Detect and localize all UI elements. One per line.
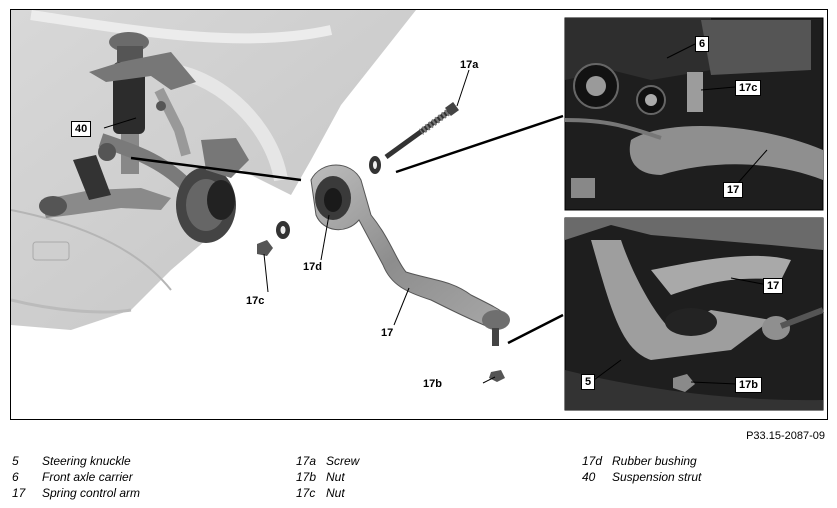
legend-text: Suspension strut [612,470,702,484]
legend-item: 6 Front axle carrier [12,470,133,484]
legend-item: 17b Nut [296,470,345,484]
legend-item: 17d Rubber bushing [582,454,697,468]
screw-drawing [369,102,459,174]
legend-text: Steering knuckle [42,454,131,468]
top-inset-photo [564,17,824,211]
bottom-inset-photo [564,217,825,411]
legend-text: Nut [326,486,345,500]
callout-suspension-strut: 40 [71,121,92,137]
spring-control-arm-drawing [310,164,510,382]
legend-text: Screw [326,454,360,468]
legend-number: 5 [12,454,19,468]
callout-nut-17b: 17b [423,378,442,390]
legend-item: 40 Suspension strut [582,470,701,484]
inset-callout-spring-control-arm-top: 17 [723,182,744,198]
legend-text: Spring control arm [42,486,141,500]
callout-rubber-bushing: 17d [303,261,322,273]
legend-text: Rubber bushing [612,454,697,468]
inset-callout-nut-17b: 17b [735,377,762,393]
connection-line-arm [130,156,302,182]
legend-number: 6 [12,470,19,484]
inset-leader-lines [593,43,769,385]
legend-item: 17a Screw [296,454,359,468]
figure-identifier: P33.15-2087-09 [746,430,825,442]
callout-spring-control-arm: 17 [381,327,394,339]
leader-lines [103,69,496,384]
legend-text: Front axle carrier [42,470,133,484]
inset-callout-steering-knuckle: 5 [581,374,596,390]
legend-number: 17d [582,454,603,468]
legend-text: Nut [326,470,345,484]
legend-number: 17c [296,486,316,500]
legend-number: 17a [296,454,317,468]
legend-item: 17c Nut [296,486,345,500]
connection-line-bottom-inset [507,313,564,345]
callout-screw: 17a [460,59,479,71]
callout-nut-17c: 17c [246,295,265,307]
legend-number: 17b [296,470,317,484]
exploded-view-figure: 40 17a 17d 17c 17 17b 6 17c 17 17 5 17b [10,9,828,420]
connection-line-top-inset [395,114,564,174]
legend-item: 17 Spring control arm [12,486,140,500]
legend-item: 5 Steering knuckle [12,454,131,468]
legend-number: 17 [12,486,26,500]
inset-callout-front-axle-carrier: 6 [695,36,710,52]
installed-axle-drawing [39,133,249,243]
legend-number: 40 [582,470,596,484]
figure-artwork [11,10,825,411]
legend: 5 Steering knuckle 6 Front axle carrier 17… [0,454,837,508]
nut-and-washer-drawing [257,221,290,256]
inset-callout-spring-control-arm-bottom: 17 [763,278,784,294]
inset-callout-nut-17c: 17c [735,80,762,96]
